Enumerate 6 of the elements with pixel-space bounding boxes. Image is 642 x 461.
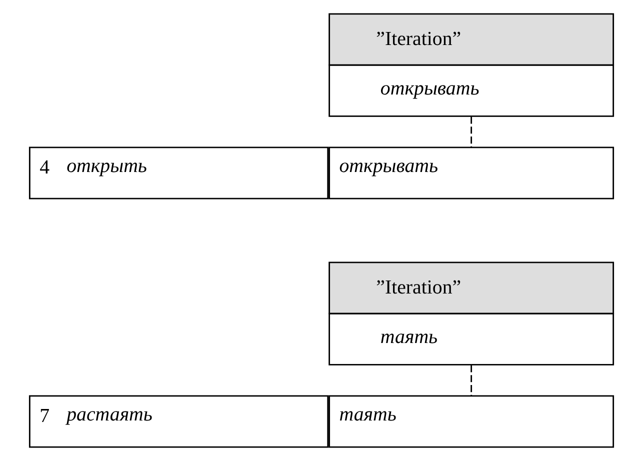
node-box: открывать	[328, 146, 614, 200]
connector	[470, 116, 472, 147]
connector	[470, 365, 472, 396]
node-box: таять	[328, 395, 614, 448]
node-box: 7 растаять	[28, 395, 328, 448]
node-box: 4 открыть	[28, 146, 328, 200]
